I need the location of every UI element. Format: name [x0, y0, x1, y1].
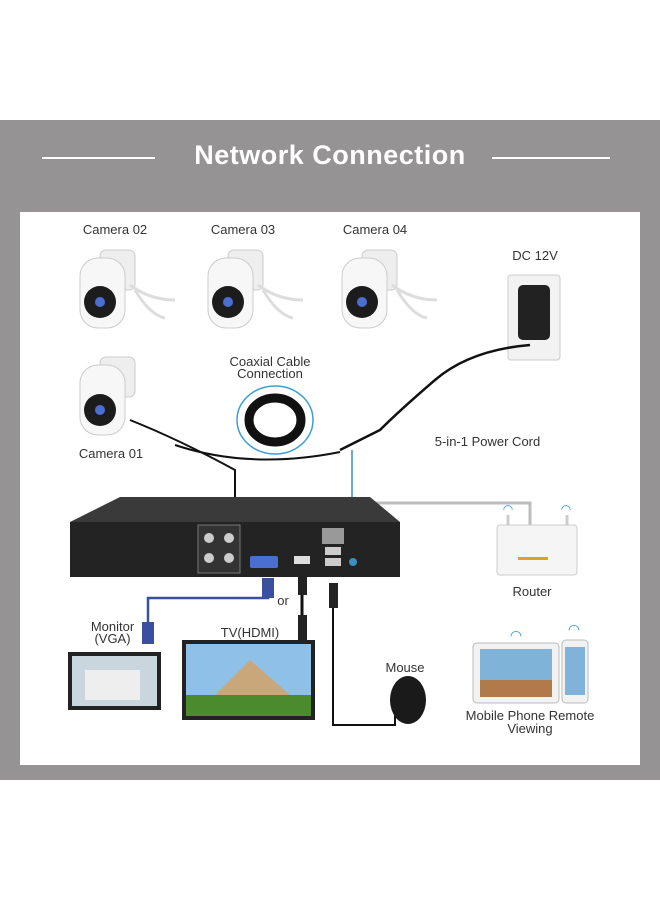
monitor-image: [68, 652, 161, 710]
title-rule-left: [42, 157, 155, 159]
bnc-cable: [129, 419, 236, 515]
mouse-label: Mouse: [385, 660, 425, 675]
coaxial-label-1: Coaxial Cable: [229, 354, 311, 369]
vga-cable: [146, 585, 270, 625]
camera-01-label: Camera 01: [78, 446, 144, 461]
svg-text:◠: ◠: [568, 621, 580, 637]
camera-02-image: [79, 249, 176, 329]
dvr-recorder-image: [70, 497, 400, 577]
svg-text:◠: ◠: [503, 502, 513, 516]
svg-text:◠: ◠: [561, 502, 571, 516]
dc-adapter-image: [507, 274, 561, 361]
tv-label: TV(HDMI): [220, 625, 280, 640]
camera-04-image: [341, 249, 438, 329]
svg-text:◠: ◠: [510, 627, 522, 643]
coaxial-label-2: Connection: [237, 366, 303, 381]
router-label: Router: [512, 584, 552, 599]
coaxial-cable-image: [236, 385, 314, 455]
monitor-label-2: (VGA): [94, 631, 131, 646]
camera-01-image: [79, 356, 136, 436]
router-image: ◠ ◠: [496, 502, 578, 576]
camera-04-label: Camera 04: [342, 222, 408, 237]
usb-mouse-cable: [332, 590, 396, 726]
or-label: or: [277, 593, 289, 608]
mobile-label-2: Viewing: [507, 721, 553, 736]
monitor-label-1: Monitor: [90, 619, 135, 634]
power-cord: [339, 343, 531, 452]
camera-03-image: [207, 249, 304, 329]
page-title: Network Connection: [194, 140, 466, 170]
mouse-image: [390, 676, 426, 724]
dc-12v-label: DC 12V: [512, 248, 558, 263]
camera-power-cable: [174, 444, 341, 461]
mobile-devices-image: ◠ ◠: [472, 621, 589, 704]
power-cord-label: 5-in-1 Power Cord: [434, 434, 541, 449]
camera-02-label: Camera 02: [82, 222, 148, 237]
mobile-label-1: Mobile Phone Remote: [465, 708, 595, 723]
camera-03-label: Camera 03: [210, 222, 276, 237]
title-rule-right: [492, 157, 610, 159]
tv-image: [182, 640, 315, 720]
